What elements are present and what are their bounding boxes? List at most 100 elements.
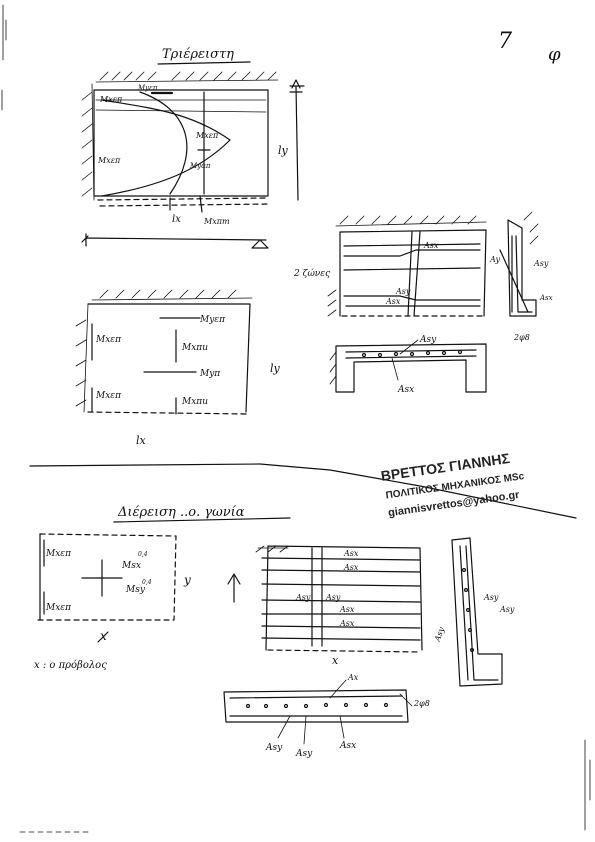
rbs-dots: [245, 702, 389, 709]
label-rbp-4: Asx: [343, 563, 359, 572]
page-number: 7: [498, 29, 512, 54]
section-bars: [345, 349, 477, 359]
ed-bottom-dots: [462, 567, 475, 652]
dashed-bottom-2: [87, 411, 249, 415]
edge-hatch: [523, 211, 539, 245]
rbs-leaders: [277, 679, 413, 745]
slab-diagram-3: Μxεπ Μxεπ Msx Msy 0,4 0,4 y x x : ο πρόβ…: [34, 533, 241, 671]
label-d2-4: Μyπ: [199, 369, 221, 379]
label-edb-3: Asy: [499, 605, 515, 614]
rebar-vertical: [407, 231, 421, 317]
label-d2-6: Μxπu: [181, 397, 208, 407]
label-rp-1: 2 ζώνες: [293, 268, 331, 279]
label-d2-2: Μxεπ: [95, 335, 122, 345]
slab-outline-2: [87, 303, 251, 413]
arrow-up: [227, 573, 241, 603]
ed-bottom-bars: [459, 545, 499, 681]
corner-mark: φ: [548, 44, 561, 65]
label-d3-2: Μxεπ: [45, 603, 72, 613]
section-leaders: [391, 339, 419, 381]
label-d3-3: Msx: [121, 561, 141, 571]
rbs-outline: [223, 689, 409, 723]
dim-line-ly: [289, 79, 305, 201]
edge-detail-bottom: Asy Asy Asy: [432, 537, 515, 687]
label-rbp-2: Asy: [295, 593, 311, 602]
label-d1-ly: ly: [278, 144, 289, 157]
label-d1-lx: lx: [172, 214, 181, 225]
slab-inner-line: [95, 99, 267, 113]
label-d1-1: Μyεπ: [137, 84, 158, 92]
label-rbp-1: Asx: [343, 549, 359, 558]
label-d2-lx: lx: [136, 434, 147, 447]
bottom-dashed: [97, 197, 271, 207]
rbp-vertical: [311, 547, 323, 647]
d3-cross-mark: [97, 631, 109, 643]
label-edb-1: Asy: [432, 626, 446, 644]
label-d2-3: Μxπu: [181, 343, 208, 353]
label-rbp-6: Asx: [339, 619, 355, 628]
label-d1-3: Μxεπ: [195, 131, 219, 140]
moment-curve-y: [101, 99, 231, 197]
label-rbs-4: Asy: [295, 749, 313, 759]
slab-outline-1: [93, 89, 269, 197]
label-ed-1: Ay: [489, 255, 500, 264]
section-title-bottom: Διέρειση ..ο. γωνία: [117, 505, 245, 520]
title-underline-top: [157, 61, 251, 65]
hatch-left-rebar: [327, 289, 337, 317]
section-title-top: Τριέρειστη: [162, 47, 234, 62]
label-rp-2: Asx: [423, 241, 439, 250]
label-d3-5: 0,4: [138, 551, 148, 558]
label-rbp-3: Asy: [325, 593, 341, 602]
label-rbp-5: Asx: [339, 605, 355, 614]
d3-left-edge: [39, 533, 45, 621]
label-d3-1: Μxεπ: [45, 549, 72, 559]
label-d1-2: Μxεπ: [99, 95, 123, 104]
label-rbs-5: Asx: [339, 741, 356, 751]
note-cantilever: x : ο πρόβολος: [34, 660, 107, 671]
label-d3-4: Msy: [125, 585, 146, 595]
moment-line-mid: [197, 91, 211, 195]
engineer-stamp: ΒΡΕΤΤΟΣ ΓΙΑΝΝΗΣ ΠΟΛΙΤΙΚΟΣ ΜΗΧΑΝΙΚΟΣ MSc …: [380, 450, 525, 519]
label-rp-3: Asy: [395, 287, 411, 296]
label-d2-5: Μxεπ: [95, 391, 122, 401]
label-rp-4: Asx: [385, 297, 401, 306]
hatch-top: [95, 71, 279, 83]
hatch-left-2: [75, 303, 89, 413]
title-underline-bottom: [113, 517, 291, 523]
moment-curve-x: [139, 91, 188, 195]
label-d2-1: Μyεπ: [199, 315, 226, 325]
d3-cross: [81, 559, 123, 597]
label-edb-2: Asy: [483, 593, 499, 602]
label-ed-4: 2φ8: [513, 333, 530, 342]
moment-marks-2: [91, 317, 201, 415]
rebar-section-top: Asy Asx: [329, 335, 487, 395]
arrow-y-1: [169, 195, 203, 213]
label-d1-5: Μyαπ: [189, 162, 211, 170]
section-dots: [361, 349, 463, 358]
section-hatch: [329, 351, 337, 385]
edge-detail-top: Ay Asy Asx 2φ8: [489, 211, 553, 342]
rbp-dashed: [267, 649, 421, 653]
label-rbs-1: Ax: [347, 673, 359, 682]
section-divider: [29, 463, 577, 519]
edge-outline: [507, 219, 537, 317]
d3-outline: [37, 533, 177, 621]
rebar-bars-top: [343, 243, 481, 307]
rebar-plan-bottom: Asx Asy Asy Asx Asx Asx x: [255, 545, 423, 667]
rebar-section-bottom: Ax 2φ8 Asy Asy Asx: [223, 673, 430, 759]
rbp-hatch: [255, 545, 289, 553]
scan-edge-noise: [1, 4, 591, 831]
label-d1-6: Μxπm: [203, 217, 230, 226]
label-rbp-x: x: [332, 654, 339, 667]
label-rs-1: Asy: [419, 335, 437, 345]
label-rs-2: Asx: [397, 385, 414, 395]
hatch-top-2: [91, 289, 253, 301]
section-outline: [335, 343, 487, 393]
hatch-left: [81, 83, 95, 201]
label-ed-3: Asx: [539, 294, 553, 302]
rebar-plan-top: 2 ζώνες Asx Asy Asx: [293, 215, 487, 317]
ed-bottom-outline: [451, 537, 503, 687]
hatch-rebar-top: [335, 215, 487, 227]
label-ed-2: Asy: [533, 259, 549, 268]
